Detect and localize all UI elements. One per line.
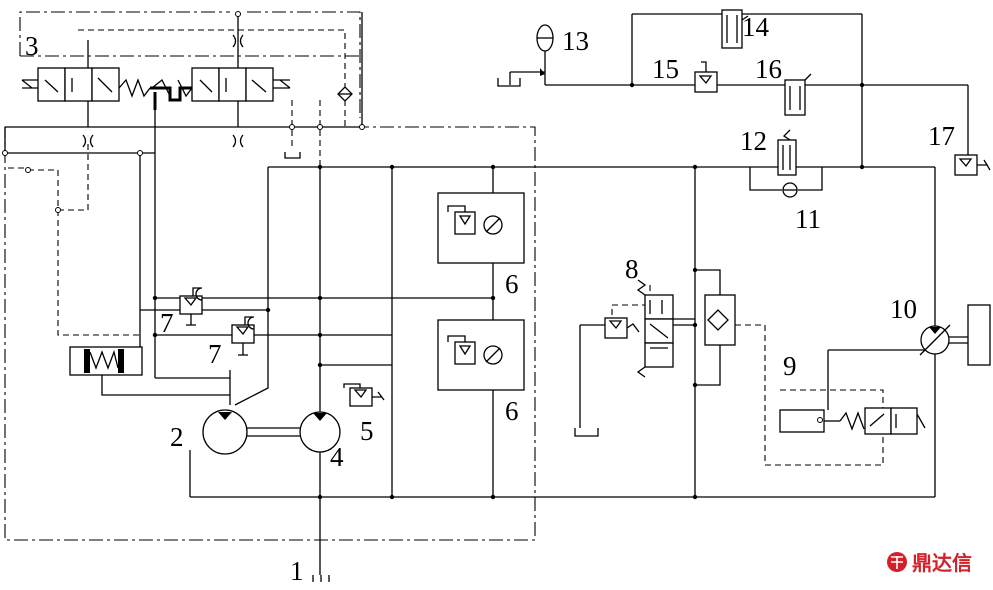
- valve-block-6b: [437, 319, 525, 391]
- label-16: 16: [755, 54, 782, 84]
- valve-8: [604, 279, 695, 378]
- relief-valve-5: [343, 383, 385, 407]
- watermark-text: 鼎达信: [912, 551, 972, 575]
- label-17: 17: [928, 121, 955, 151]
- label-3: 3: [25, 31, 39, 61]
- shuttle-valve: [704, 294, 736, 346]
- valve-14: [721, 9, 749, 49]
- valve-15: [694, 61, 718, 93]
- tank-symbols: [312, 78, 599, 582]
- watermark-logo: 鼎达信: [887, 551, 972, 575]
- label-9: 9: [783, 351, 797, 381]
- label-2: 2: [170, 422, 184, 452]
- pressure-lines: [4, 12, 969, 575]
- valve-12: [777, 129, 797, 176]
- label-8: 8: [625, 254, 639, 284]
- servo-9: [779, 407, 926, 435]
- valve-3: [21, 67, 291, 110]
- label-7-left: 7: [160, 308, 174, 338]
- label-7-right: 7: [208, 339, 222, 369]
- label-1: 1: [290, 556, 304, 585]
- relief-valve-7a: [179, 287, 203, 326]
- label-4: 4: [330, 442, 344, 472]
- pump-2: [202, 409, 248, 455]
- label-15: 15: [652, 54, 679, 84]
- junction-dots: [2, 11, 865, 500]
- orifices: [82, 34, 353, 159]
- valve-block-6a: [437, 192, 525, 264]
- valve-17: [954, 154, 991, 176]
- label-5: 5: [360, 416, 374, 446]
- motor-10: [919, 304, 991, 366]
- label-6-upper: 6: [505, 269, 519, 299]
- valve-16: [784, 73, 812, 116]
- cylinder: [69, 346, 143, 376]
- relief-valve-7b: [231, 316, 255, 356]
- accumulator-13: [536, 24, 554, 76]
- pump-shaft: [247, 427, 300, 437]
- check-valve-11: [782, 182, 798, 198]
- label-12: 12: [740, 126, 767, 156]
- label-11: 11: [795, 204, 821, 234]
- label-6-lower: 6: [505, 396, 519, 426]
- pump-4: [299, 411, 341, 453]
- label-10: 10: [890, 294, 917, 324]
- label-14: 14: [742, 12, 770, 42]
- label-13: 13: [562, 26, 589, 56]
